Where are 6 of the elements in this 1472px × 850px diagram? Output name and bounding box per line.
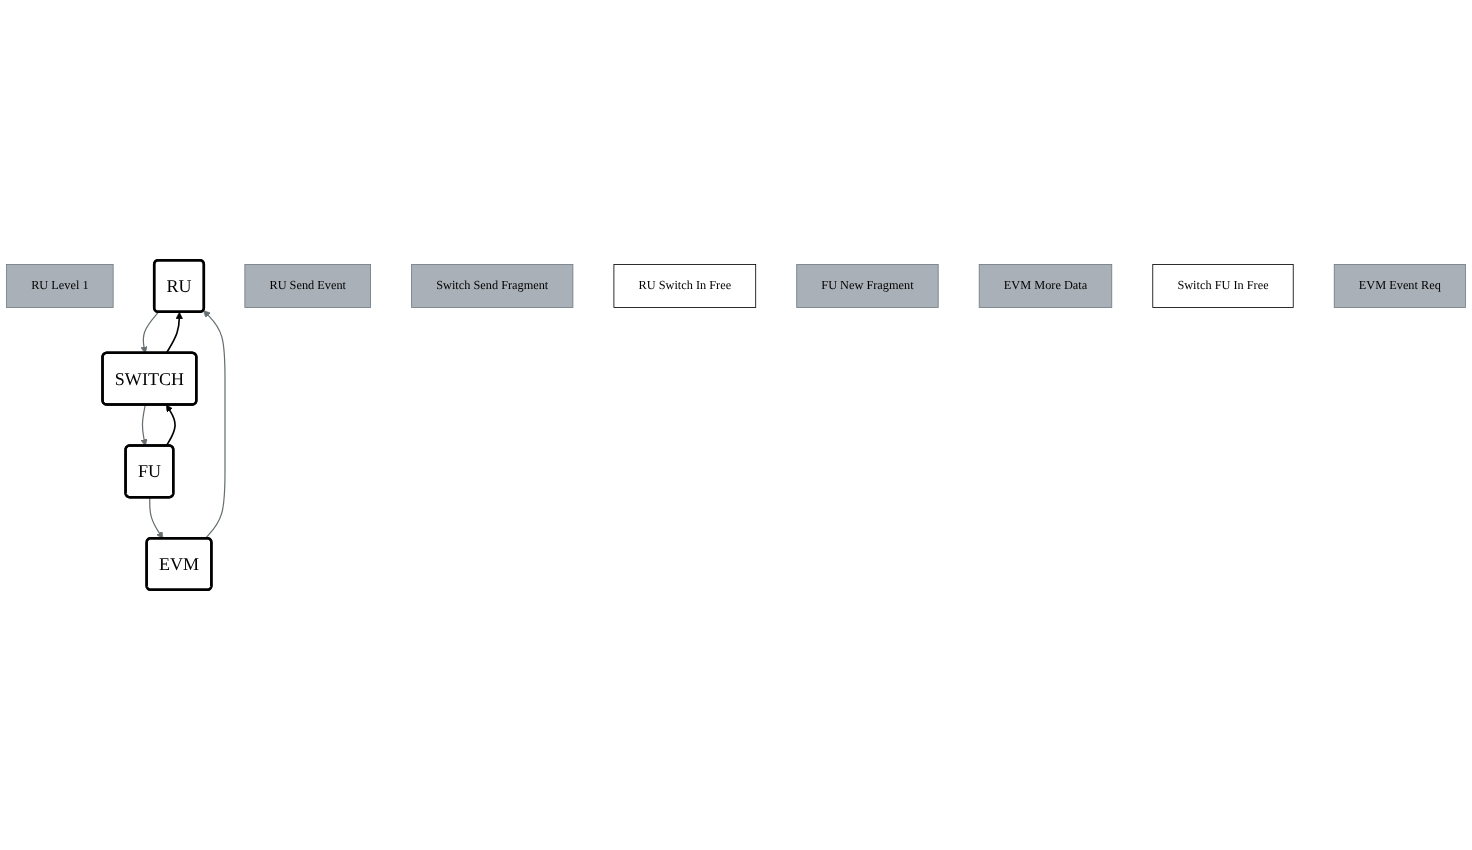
arrow xyxy=(203,310,226,540)
arrow xyxy=(149,496,164,539)
arrow xyxy=(165,311,183,355)
arrow xyxy=(140,311,159,354)
arrow xyxy=(140,404,148,447)
arrow xyxy=(165,404,176,447)
